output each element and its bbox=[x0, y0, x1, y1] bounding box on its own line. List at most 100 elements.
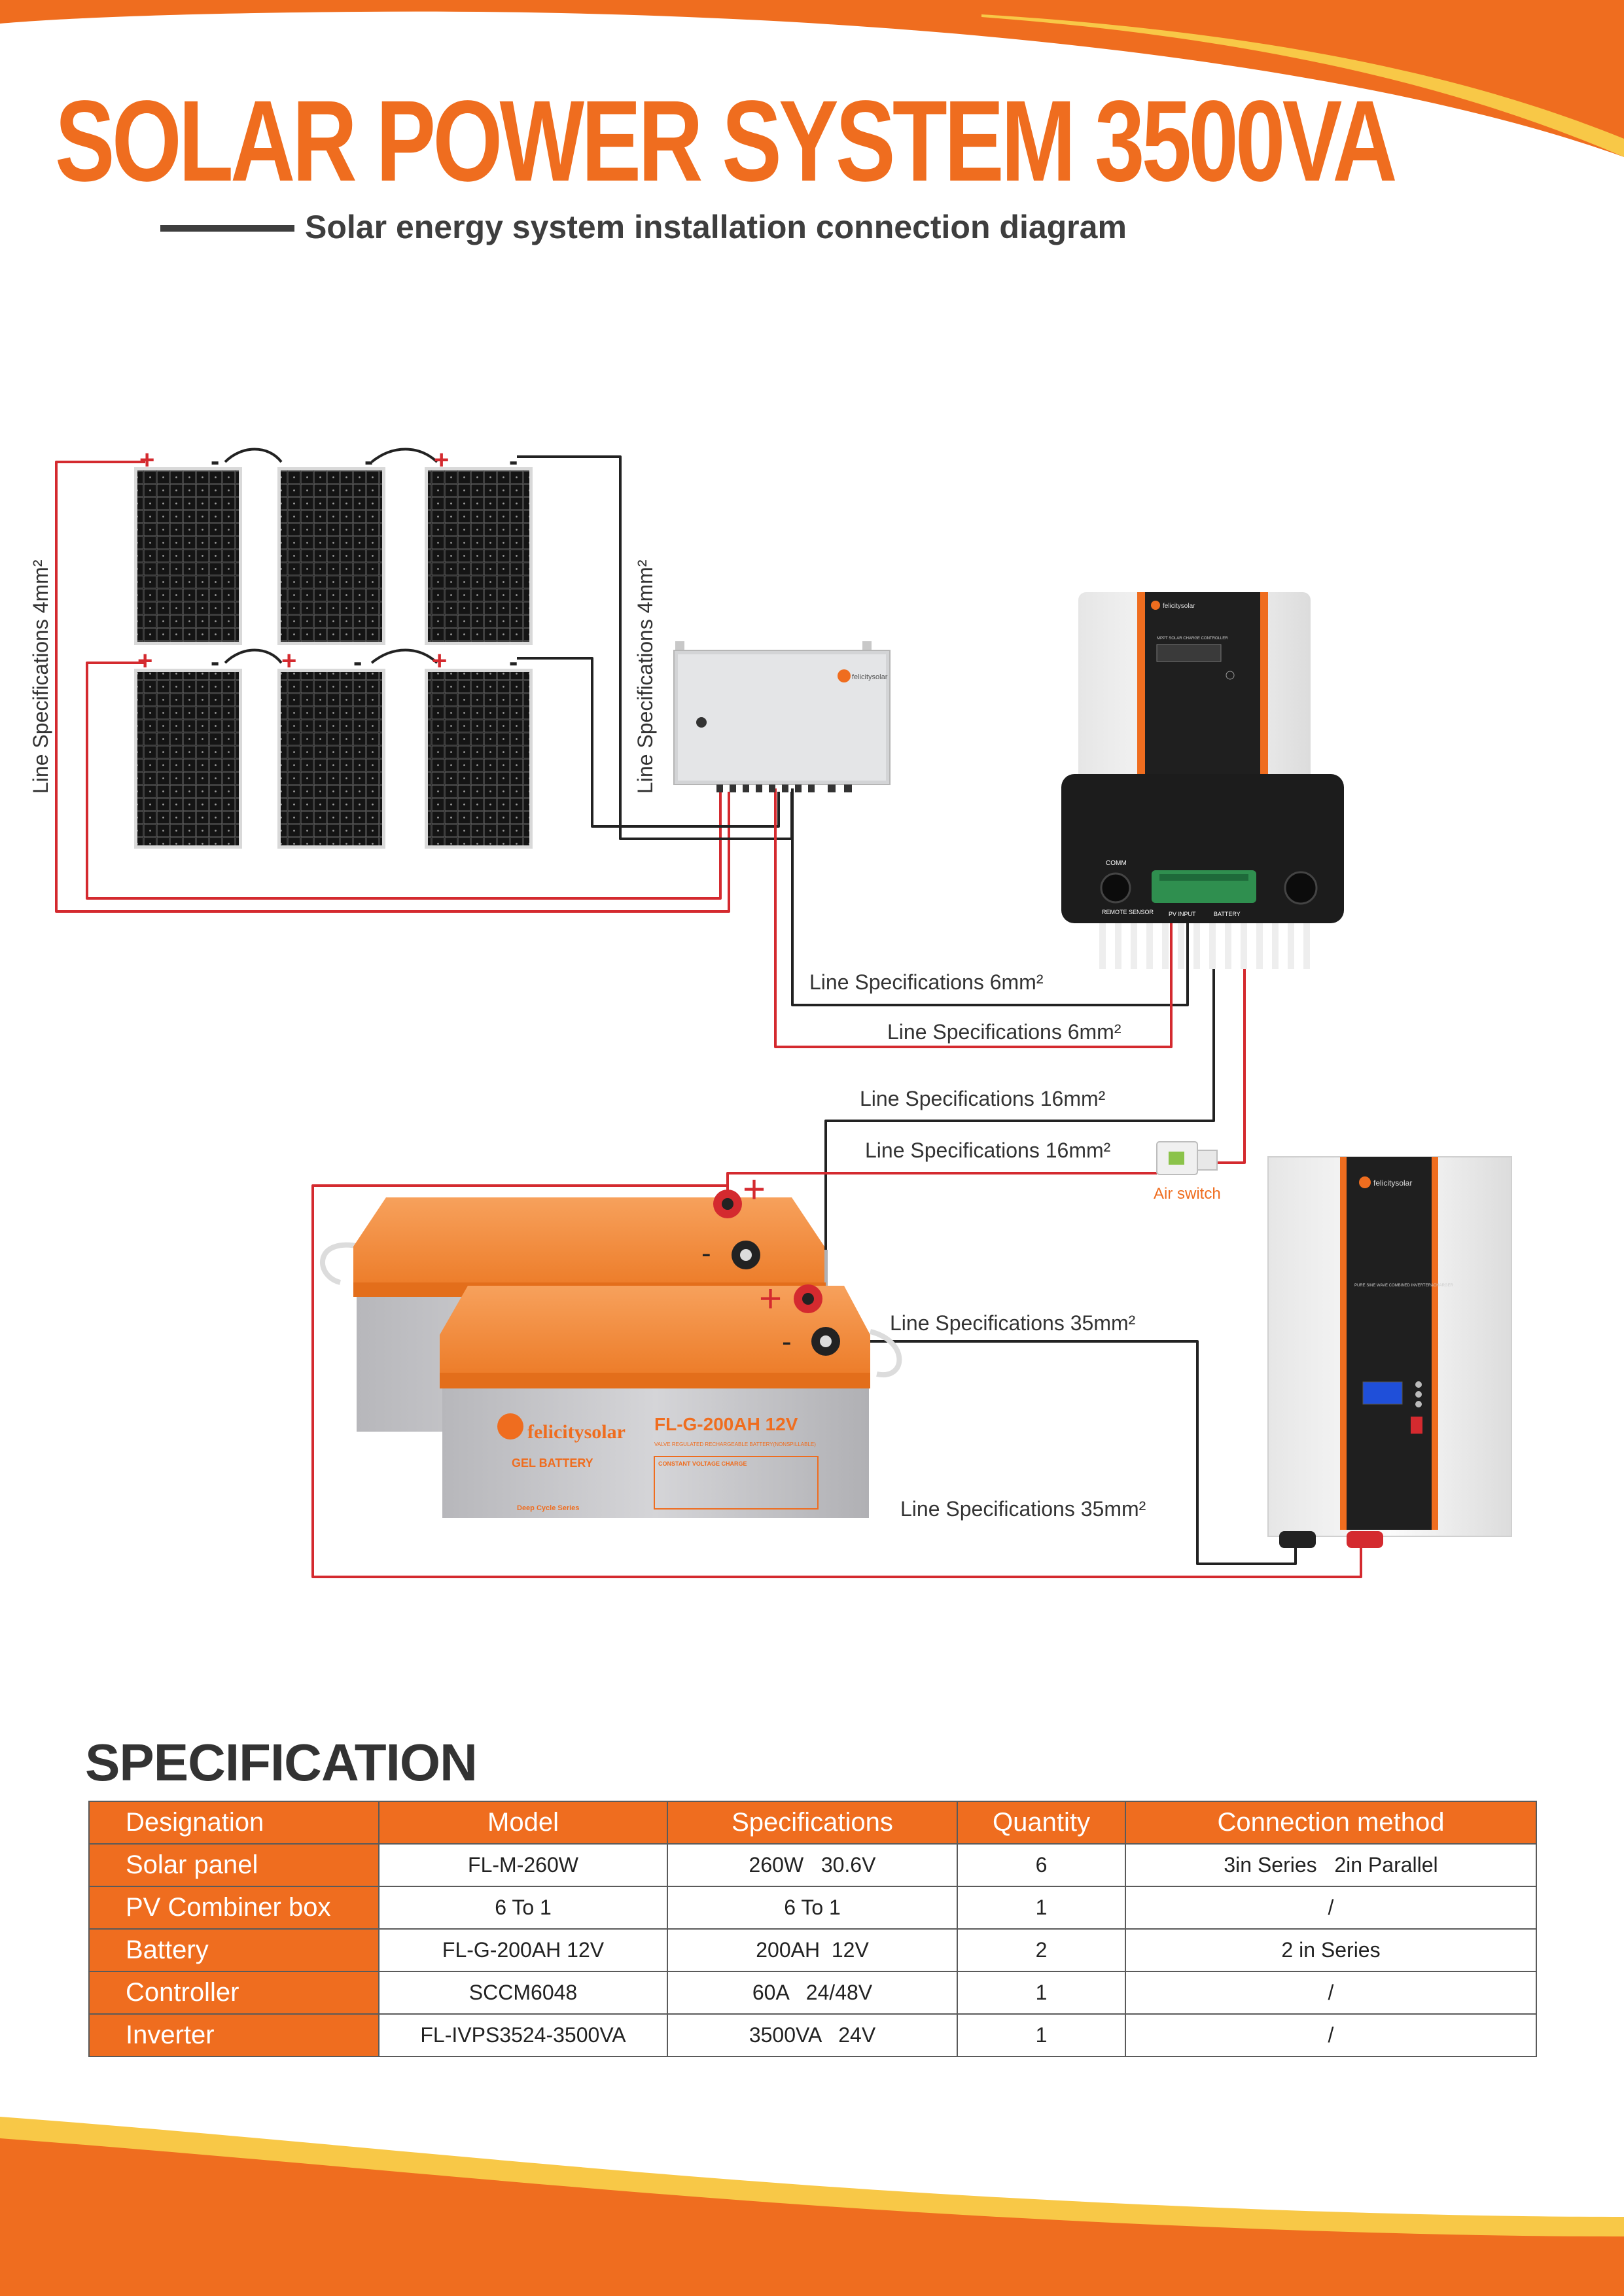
wire-combiner-controller-positive bbox=[774, 788, 1173, 1048]
designation-cell: Controller bbox=[88, 1971, 380, 2015]
controller-name: MPPT SOLAR CHARGE CONTROLLER bbox=[1157, 637, 1228, 641]
wire-controller-battery-positive bbox=[1217, 880, 1246, 1164]
wire-pv-positive-a bbox=[55, 461, 730, 913]
spec-table: Designation Model Specifications Quantit… bbox=[88, 1801, 1537, 2057]
controller-remote-label: REMOTE SENSOR bbox=[1102, 909, 1154, 915]
connection-diagram: + - - + - + - + - + - felicitysolar bbox=[55, 446, 1512, 1578]
panel-negative-marker: - bbox=[364, 447, 373, 476]
solar-panel bbox=[134, 467, 242, 645]
panel-negative-marker: - bbox=[509, 447, 518, 476]
spec-header: Designation bbox=[88, 1801, 380, 1845]
panel-positive-marker: + bbox=[137, 646, 152, 675]
inverter-brand: felicitysolar bbox=[1373, 1178, 1412, 1188]
quantity-cell: 2 bbox=[957, 1928, 1126, 1972]
connection-cell: / bbox=[1125, 1971, 1537, 2015]
designation-cell: Inverter bbox=[88, 2013, 380, 2057]
controller-battery-label: BATTERY bbox=[1214, 911, 1241, 917]
solar-panel-array bbox=[134, 467, 533, 849]
wire-pv-positive-b bbox=[86, 662, 722, 900]
mppt-controller: felicitysolar MPPT SOLAR CHARGE CONTROLL… bbox=[1061, 592, 1344, 969]
wire-spec-label: Line Specifications 4mm² bbox=[633, 559, 657, 794]
battery-series: Deep Cycle Series bbox=[517, 1504, 579, 1512]
page-subtitle: Solar energy system installation connect… bbox=[305, 209, 1127, 245]
wire-pv-negative-b bbox=[517, 657, 780, 828]
spec-header-row: Designation Model Specifications Quantit… bbox=[88, 1801, 1537, 1845]
model-cell: FL-G-200AH 12V bbox=[378, 1928, 668, 1972]
battery-charge: CONSTANT VOLTAGE CHARGE bbox=[658, 1460, 747, 1467]
specifications-cell: 6 To 1 bbox=[667, 1886, 958, 1930]
wire-spec-label: Line Specifications 6mm² bbox=[887, 1020, 1121, 1044]
remote-port bbox=[1284, 871, 1318, 905]
solar-panel bbox=[277, 467, 385, 645]
specifications-cell: 200AH 12V bbox=[667, 1928, 958, 1972]
quantity-cell: 6 bbox=[957, 1843, 1126, 1887]
model-cell: FL-IVPS3524-3500VA bbox=[378, 2013, 668, 2057]
table-row: Controller SCCM6048 60A 24/48V 1 / bbox=[88, 1971, 1537, 2015]
table-row: Inverter FL-IVPS3524-3500VA 3500VA 24V 1… bbox=[88, 2013, 1537, 2057]
wire-spec-label: Line Specifications 35mm² bbox=[900, 1497, 1146, 1521]
controller-brand: felicitysolar bbox=[1163, 603, 1195, 610]
connection-cell: 2 in Series bbox=[1125, 1928, 1537, 1972]
battery-type: GEL BATTERY bbox=[512, 1457, 593, 1470]
spec-header: Quantity bbox=[957, 1801, 1126, 1845]
panel-positive-marker: + bbox=[434, 446, 449, 474]
table-row: Battery FL-G-200AH 12V 200AH 12V 2 2 in … bbox=[88, 1928, 1537, 1972]
connection-cell: 3in Series 2in Parallel bbox=[1125, 1843, 1537, 1887]
air-switch-label: Air switch bbox=[1154, 1185, 1221, 1203]
panel-positive-marker: + bbox=[281, 646, 296, 675]
comm-port bbox=[1100, 872, 1131, 904]
wire-spec-label: Line Specifications 35mm² bbox=[890, 1311, 1136, 1335]
wire-spec-label: Line Specifications 4mm² bbox=[29, 559, 52, 794]
battery-negative-marker: - bbox=[782, 1326, 792, 1358]
designation-cell: Solar panel bbox=[88, 1843, 380, 1887]
specifications-cell: 60A 24/48V bbox=[667, 1971, 958, 2015]
battery-positive-marker: + bbox=[743, 1167, 766, 1211]
model-cell: SCCM6048 bbox=[378, 1971, 668, 2015]
inverter-display bbox=[1362, 1381, 1403, 1405]
combiner-brand: felicitysolar bbox=[852, 673, 888, 681]
model-cell: 6 To 1 bbox=[378, 1886, 668, 1930]
inverter-power-switch bbox=[1411, 1417, 1422, 1434]
battery-negative-marker: - bbox=[701, 1237, 711, 1269]
wire-combiner-controller-negative bbox=[791, 788, 1189, 1006]
wire-battery-inverter-positive bbox=[311, 1184, 1362, 1578]
designation-cell: PV Combiner box bbox=[88, 1886, 380, 1930]
controller-display bbox=[1156, 644, 1222, 662]
air-switch bbox=[1156, 1141, 1218, 1175]
spec-header: Connection method bbox=[1125, 1801, 1537, 1845]
battery-front: + - felicitysolar GEL BATTERY Deep Cycle… bbox=[440, 1277, 902, 1518]
wire-battery-inverter-negative bbox=[826, 1340, 1297, 1565]
connection-cell: / bbox=[1125, 2013, 1537, 2057]
quantity-cell: 1 bbox=[957, 2013, 1126, 2057]
specifications-cell: 3500VA 24V bbox=[667, 2013, 958, 2057]
panel-positive-marker: + bbox=[139, 446, 154, 474]
quantity-cell: 1 bbox=[957, 1971, 1126, 2015]
wire-spec-label: Line Specifications 6mm² bbox=[809, 970, 1044, 994]
solar-panel bbox=[425, 669, 533, 849]
panel-negative-marker: - bbox=[509, 648, 518, 677]
subtitle-bar bbox=[160, 225, 294, 232]
panel-negative-marker: - bbox=[211, 648, 219, 677]
pv-combiner-box: felicitysolar bbox=[673, 641, 891, 792]
battery-model: FL-G-200AH 12V bbox=[654, 1414, 798, 1434]
wire-controller-battery-negative bbox=[824, 880, 1215, 1341]
solar-panel bbox=[277, 669, 385, 849]
battery-positive-marker: + bbox=[759, 1277, 782, 1320]
panel-positive-marker: + bbox=[432, 646, 447, 675]
solar-panel bbox=[425, 467, 533, 645]
panel-negative-marker: - bbox=[353, 648, 362, 677]
controller-comm-label: COMM bbox=[1106, 860, 1127, 867]
battery-note: VALVE REGULATED RECHARGEABLE BATTERY(NON… bbox=[654, 1441, 816, 1447]
wire-spec-label: Line Specifications 16mm² bbox=[860, 1087, 1106, 1110]
connection-cell: / bbox=[1125, 1886, 1537, 1930]
wire-spec-label: Line Specifications 16mm² bbox=[865, 1139, 1111, 1162]
table-row: PV Combiner box 6 To 1 6 To 1 1 / bbox=[88, 1886, 1537, 1930]
page-title: SOLAR POWER SYSTEM 3500VA bbox=[55, 77, 1398, 205]
spec-header: Specifications bbox=[667, 1801, 958, 1845]
inverter-name: PURE SINE WAVE COMBINED INVERTER&CHARGER bbox=[1354, 1284, 1454, 1288]
solar-panel bbox=[134, 669, 242, 849]
spec-header: Model bbox=[378, 1801, 668, 1845]
specifications-cell: 260W 30.6V bbox=[667, 1843, 958, 1887]
model-cell: FL-M-260W bbox=[378, 1843, 668, 1887]
